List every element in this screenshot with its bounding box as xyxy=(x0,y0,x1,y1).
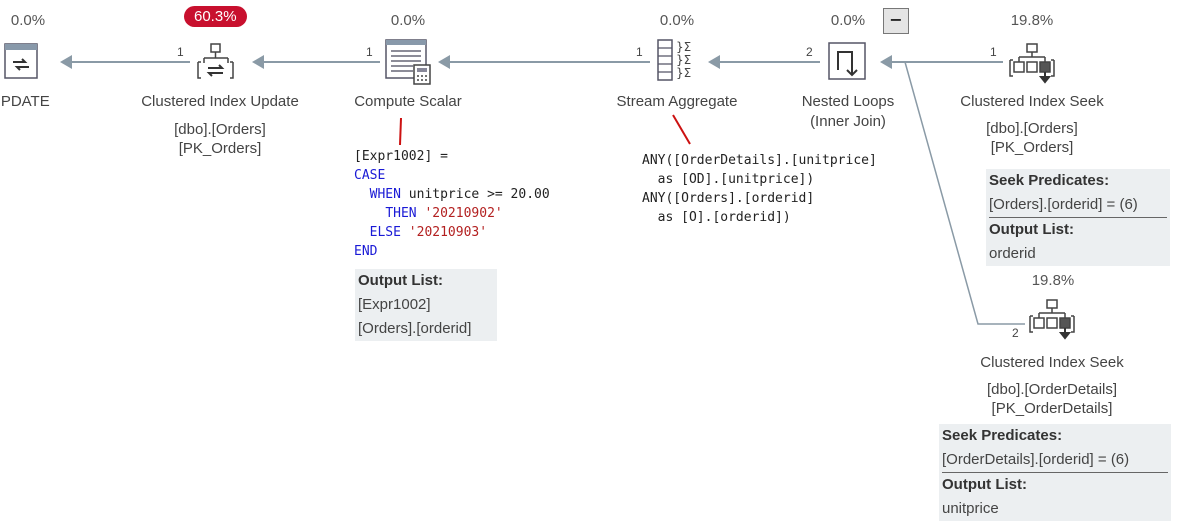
stream-aggregate-cost: 0.0% xyxy=(659,12,695,29)
seek-details-index: [PK_OrderDetails] xyxy=(991,400,1113,417)
ci-update-index: [PK_Orders] xyxy=(178,140,262,157)
seek-orders-rowcount: 1 xyxy=(990,45,997,59)
seek-orders-object: [dbo].[Orders] xyxy=(986,120,1078,137)
output-item: unitprice xyxy=(942,500,999,517)
expr-operator: >= xyxy=(487,187,503,202)
arrowhead xyxy=(438,55,450,69)
arrowhead xyxy=(708,55,720,69)
seek-details-rowcount: 2 xyxy=(1012,326,1019,340)
stream-aggregate-icon[interactable]: }Σ }Σ }Σ xyxy=(656,38,700,88)
output-list-header: Output List: xyxy=(358,272,443,289)
kw-case: CASE xyxy=(354,168,386,183)
compute-scalar-label: Compute Scalar xyxy=(354,93,462,110)
svg-text:}Σ: }Σ xyxy=(676,53,691,67)
seek-details-cost: 19.8% xyxy=(1031,272,1075,289)
expr-number: 20.00 xyxy=(502,187,550,202)
seek-orders-panel: Seek Predicates: [Orders].[orderid] = (6… xyxy=(986,169,1170,266)
svg-text:}Σ: }Σ xyxy=(676,66,691,80)
nested-loops-icon[interactable] xyxy=(826,40,870,88)
agg-line: ANY([OrderDetails].[unitprice] xyxy=(642,153,877,168)
update-label: UPDATE xyxy=(0,93,50,110)
nested-loops-cost: 0.0% xyxy=(830,12,866,29)
update-icon[interactable] xyxy=(4,42,38,86)
aggregate-expression: ANY([OrderDetails].[unitprice] as [OD].[… xyxy=(642,151,877,227)
nested-loops-rowcount: 2 xyxy=(806,45,813,59)
clustered-index-update-icon[interactable] xyxy=(196,42,236,86)
update-cost: 0.0% xyxy=(10,12,46,29)
seek-details-label: Clustered Index Seek xyxy=(980,354,1124,371)
seek-orders-cost: 19.8% xyxy=(1010,12,1054,29)
seek-details-object: [dbo].[OrderDetails] xyxy=(986,381,1118,398)
svg-text:}Σ: }Σ xyxy=(676,40,691,54)
arrowhead xyxy=(880,55,892,69)
kw-else: ELSE xyxy=(369,225,401,240)
kw-when: WHEN xyxy=(369,187,401,202)
else-value: '20210903' xyxy=(408,225,488,240)
ci-update-cost-badge: 60.3% xyxy=(184,6,247,27)
stream-aggregate-rowcount: 1 xyxy=(636,45,643,59)
agg-line: as [OD].[unitprice]) xyxy=(642,172,815,187)
nested-loops-join-type: (Inner Join) xyxy=(810,113,886,130)
clustered-index-seek-icon[interactable] xyxy=(1009,42,1059,90)
expr-column: unitprice xyxy=(400,187,488,202)
compute-expression: [Expr1002] = CASE WHEN unitprice >= 20.0… xyxy=(354,147,550,261)
collapse-button[interactable]: − xyxy=(883,8,909,34)
stream-aggregate-label: Stream Aggregate xyxy=(616,93,738,110)
agg-line: ANY([Orders].[orderid] xyxy=(642,191,815,206)
output-item: [Orders].[orderid] xyxy=(358,320,472,337)
arrow-seekdetails-to-loops xyxy=(904,61,1025,325)
seek-predicate: [OrderDetails].[orderid] = (6) xyxy=(942,448,1168,473)
output-list-header: Output List: xyxy=(989,221,1074,238)
ci-update-object: [dbo].[Orders] xyxy=(174,121,266,138)
kw-end: END xyxy=(354,244,378,259)
seek-orders-label: Clustered Index Seek xyxy=(960,93,1104,110)
arrowhead xyxy=(60,55,72,69)
seek-details-panel: Seek Predicates: [OrderDetails].[orderid… xyxy=(939,424,1171,521)
output-list-header: Output List: xyxy=(942,476,1027,493)
compute-scalar-rowcount: 1 xyxy=(366,45,373,59)
seek-orders-index: [PK_Orders] xyxy=(990,139,1074,156)
nested-loops-label: Nested Loops xyxy=(801,93,895,110)
arrowhead xyxy=(252,55,264,69)
compute-output-panel: Output List: [Expr1002] [Orders].[orderi… xyxy=(355,269,497,341)
then-value: '20210902' xyxy=(424,206,503,221)
output-item: [Expr1002] xyxy=(358,296,431,313)
expr-assign: [Expr1002] = xyxy=(354,149,448,164)
ci-update-rowcount: 1 xyxy=(177,45,184,59)
annotation-mark-aggregate xyxy=(672,114,691,145)
compute-scalar-icon[interactable] xyxy=(384,38,432,90)
compute-scalar-cost: 0.0% xyxy=(390,12,426,29)
seek-predicates-header: Seek Predicates: xyxy=(942,427,1063,444)
agg-line: as [O].[orderid]) xyxy=(642,210,791,225)
annotation-mark-compute xyxy=(399,117,402,146)
output-item: orderid xyxy=(989,245,1036,262)
clustered-index-seek-icon[interactable] xyxy=(1029,298,1079,346)
kw-then: THEN xyxy=(385,206,417,221)
ci-update-label: Clustered Index Update xyxy=(141,93,299,110)
seek-predicates-header: Seek Predicates: xyxy=(989,172,1110,189)
seek-predicate: [Orders].[orderid] = (6) xyxy=(989,193,1167,218)
